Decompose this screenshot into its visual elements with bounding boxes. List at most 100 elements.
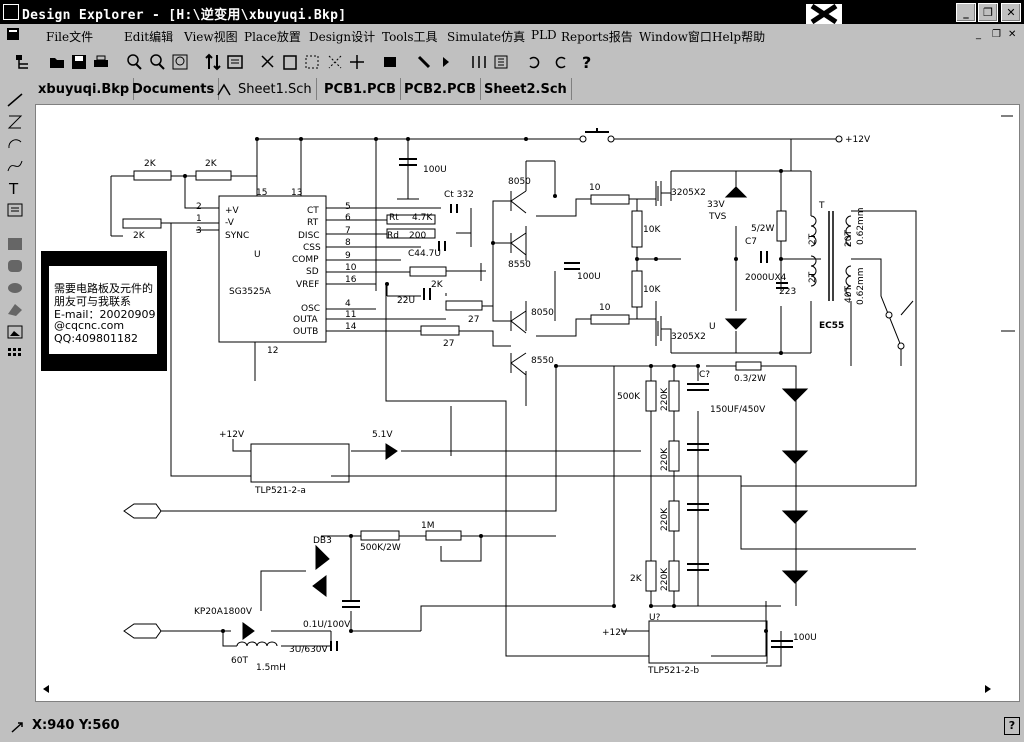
menu-help[interactable]: Help帮助 bbox=[712, 30, 766, 44]
scroll-right-arrow-icon[interactable] bbox=[985, 685, 991, 693]
label-z51: 5.1V bbox=[372, 430, 393, 440]
mdi-close-button[interactable]: ✕ bbox=[1008, 29, 1017, 40]
label-c447u: C44.7U bbox=[408, 249, 441, 259]
label-plus12-top: +12V bbox=[845, 135, 871, 145]
diodes[interactable] bbox=[242, 186, 809, 640]
tab-xbuyuqi-bkp[interactable]: xbuyuqi.Bkp bbox=[34, 78, 135, 100]
menu-view[interactable]: View视图 bbox=[184, 30, 238, 44]
hierarchy-up-down-icon[interactable] bbox=[204, 53, 222, 71]
mdi-minimize-button[interactable]: _ bbox=[976, 29, 981, 40]
text-frame-icon[interactable] bbox=[6, 202, 24, 218]
bus-entry-icon[interactable] bbox=[6, 114, 24, 130]
inductor[interactable] bbox=[236, 641, 278, 647]
label-r03: 0.3/2W bbox=[734, 374, 766, 384]
label-ind60t: 60T bbox=[231, 656, 248, 666]
label-c7: C7 bbox=[745, 237, 757, 247]
tool-wrench-icon[interactable] bbox=[415, 53, 433, 71]
deselect-icon[interactable] bbox=[326, 53, 344, 71]
label-u-q: U? bbox=[649, 613, 661, 623]
label-q8550-b: 8550 bbox=[531, 356, 554, 366]
main-toolbar: ? bbox=[0, 46, 1024, 76]
zoom-out-icon[interactable] bbox=[148, 53, 166, 71]
menu-reports[interactable]: Reports报告 bbox=[561, 30, 633, 44]
paste-icon[interactable] bbox=[281, 53, 299, 71]
transistors[interactable] bbox=[510, 173, 672, 376]
design-manager-icon[interactable] bbox=[14, 53, 32, 71]
menu-design[interactable]: Design设计 bbox=[309, 30, 376, 44]
schematic-drawing: 2K 2K 2K SG3525A U +V -V SYNC CT RT DISC… bbox=[43, 115, 1015, 693]
push-switch[interactable] bbox=[579, 128, 615, 143]
app-icon[interactable] bbox=[3, 4, 19, 20]
relay-contact[interactable] bbox=[885, 300, 914, 350]
arc-icon[interactable] bbox=[6, 136, 24, 152]
ellipse-icon[interactable] bbox=[6, 280, 24, 296]
redo-icon[interactable] bbox=[552, 53, 570, 71]
tab-pcb2-pcb[interactable]: PCB2.PCB bbox=[400, 78, 481, 100]
open-folder-icon[interactable] bbox=[48, 53, 66, 71]
label-r220k-c: 220K bbox=[660, 507, 670, 531]
label-pin-sd: SD bbox=[306, 267, 319, 277]
component-labels: 2K 2K 2K SG3525A U +V -V SYNC CT RT DISC… bbox=[133, 135, 871, 676]
label-pin-16: 16 bbox=[345, 275, 357, 285]
undo-icon[interactable] bbox=[525, 53, 543, 71]
mdi-restore-button[interactable]: ❐ bbox=[992, 29, 1001, 40]
maximize-button[interactable]: ❐ bbox=[978, 3, 998, 22]
menu-window[interactable]: Window窗口 bbox=[639, 30, 712, 44]
label-c150: 150UF/450V bbox=[710, 405, 766, 415]
ic-sg3525a[interactable] bbox=[218, 195, 327, 343]
optocoupler-a[interactable] bbox=[250, 443, 350, 483]
label-r2k-low: 2K bbox=[630, 574, 643, 584]
note-line-3: E-mail：20020909 bbox=[54, 308, 156, 321]
menu-tools[interactable]: Tools工具 bbox=[382, 30, 438, 44]
transformer[interactable] bbox=[810, 211, 852, 301]
cut-icon[interactable] bbox=[259, 53, 277, 71]
resistors[interactable] bbox=[122, 170, 787, 592]
context-help-icon[interactable]: ? bbox=[1004, 717, 1020, 735]
label-r500k: 500K bbox=[617, 392, 641, 402]
input-port-b[interactable] bbox=[123, 623, 162, 639]
polygon-icon[interactable] bbox=[6, 302, 24, 318]
menu-simulate[interactable]: Simulate仿真 bbox=[447, 30, 526, 44]
rounded-rectangle-icon[interactable] bbox=[6, 258, 24, 274]
draw-line-icon[interactable] bbox=[6, 92, 24, 108]
text-icon[interactable]: T bbox=[6, 180, 24, 196]
label-40t: 40T bbox=[844, 286, 854, 303]
minimize-button[interactable]: _ bbox=[956, 3, 976, 22]
tab-pcb1-pcb[interactable]: PCB1.PCB bbox=[320, 78, 401, 100]
help-question-icon[interactable]: ? bbox=[578, 53, 596, 71]
tab-sheet1-sch[interactable]: Sheet1.Sch bbox=[234, 78, 317, 100]
label-mos-b: 3205X2 bbox=[671, 332, 706, 342]
zoom-fit-icon[interactable] bbox=[171, 53, 189, 71]
label-kp20: KP20A1800V bbox=[194, 607, 253, 617]
menu-place[interactable]: Place放置 bbox=[244, 30, 301, 44]
tab-documents[interactable]: Documents bbox=[128, 78, 220, 100]
menu-pld[interactable]: PLD bbox=[531, 28, 557, 42]
menu-edit[interactable]: Edit编辑 bbox=[124, 30, 174, 44]
tab-sheet2-sch[interactable]: Sheet2.Sch bbox=[480, 78, 572, 100]
run-arrow-icon[interactable] bbox=[437, 53, 455, 71]
label-c01u: 0.1U/100V bbox=[303, 620, 351, 630]
document-icon[interactable] bbox=[6, 27, 20, 41]
label-pin-6: 6 bbox=[345, 213, 351, 223]
zoom-in-icon[interactable] bbox=[125, 53, 143, 71]
array-icon[interactable] bbox=[6, 346, 24, 362]
browse-library-icon[interactable] bbox=[492, 53, 510, 71]
capacitors[interactable] bbox=[330, 158, 793, 651]
menu-file[interactable]: File文件 bbox=[46, 30, 94, 44]
book-icon[interactable] bbox=[470, 53, 488, 71]
rectangle-icon[interactable] bbox=[6, 236, 24, 252]
input-port-a[interactable] bbox=[123, 503, 162, 519]
select-area-icon[interactable] bbox=[303, 53, 321, 71]
scroll-left-arrow-icon[interactable] bbox=[43, 685, 49, 693]
bezier-icon[interactable] bbox=[6, 158, 24, 174]
optocoupler-b[interactable] bbox=[648, 620, 768, 664]
graphic-icon[interactable] bbox=[6, 324, 24, 340]
browse-icon[interactable] bbox=[226, 53, 244, 71]
schematic-canvas[interactable]: 2K 2K 2K SG3525A U +V -V SYNC CT RT DISC… bbox=[35, 104, 1020, 702]
library-icon[interactable] bbox=[381, 53, 399, 71]
save-icon[interactable] bbox=[70, 53, 88, 71]
move-icon[interactable] bbox=[348, 53, 366, 71]
print-icon[interactable] bbox=[92, 53, 110, 71]
close-button[interactable]: ✕ bbox=[1001, 3, 1021, 22]
contact-note: 需要电路板及元件的 朋友可与我联系 E-mail：20020909 @cqcnc… bbox=[41, 251, 167, 371]
